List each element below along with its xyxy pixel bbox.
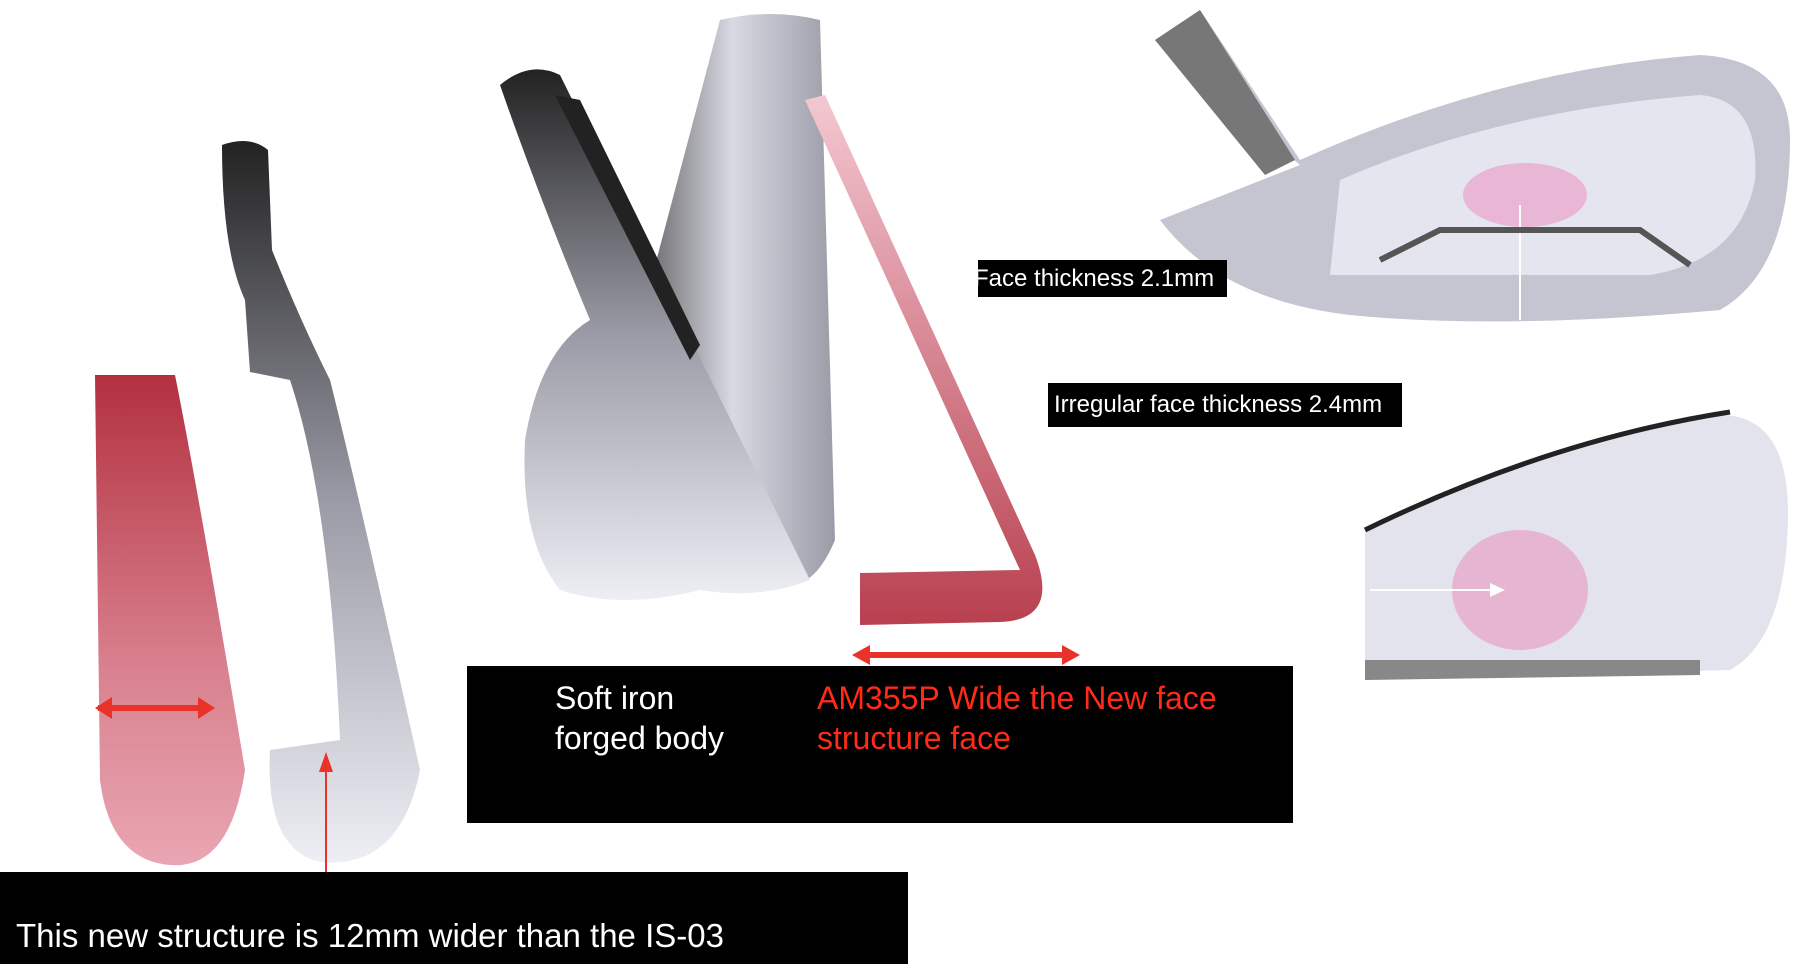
materials-caption-box: Soft iron forged body AM355P Wide the Ne… xyxy=(467,666,1293,823)
structure-note-text: This new structure is 12mm wider than th… xyxy=(16,917,724,954)
face-material-label: AM355P Wide the New face structure face xyxy=(817,680,1217,756)
iron-face-front-view xyxy=(1363,409,1789,680)
body-material-label: Soft iron forged body xyxy=(555,680,725,756)
irregular-face-thickness-label: Irregular face thickness 2.4mm xyxy=(1048,383,1402,427)
structure-note-box: This new structure is 12mm wider than th… xyxy=(0,872,908,964)
face-cross-section xyxy=(95,141,420,872)
iron-head-back-view xyxy=(1155,10,1790,322)
iron-head-side-view xyxy=(500,14,1080,665)
face-thickness-label: Face thickness 2.1mm xyxy=(974,260,1227,297)
